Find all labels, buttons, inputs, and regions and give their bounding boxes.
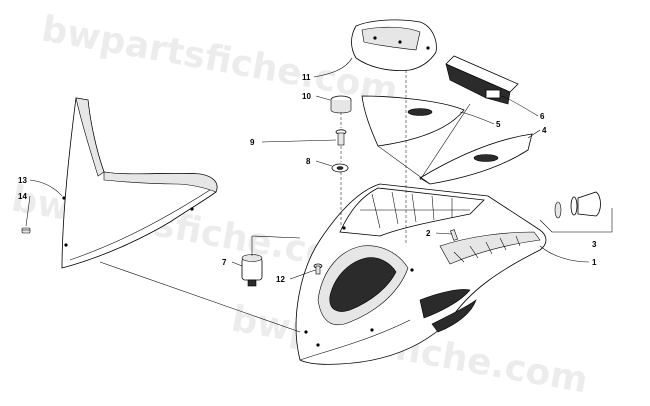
callout-1: 1 <box>592 258 597 267</box>
callout-8: 8 <box>306 157 311 166</box>
callout-11: 11 <box>302 73 311 82</box>
callout-3: 3 <box>592 240 597 249</box>
callout-2: 2 <box>426 229 431 238</box>
plug-part-7[interactable] <box>241 254 263 287</box>
windshield-part[interactable] <box>61 97 218 269</box>
decal-part-5[interactable] <box>361 95 465 147</box>
screw-part-14[interactable] <box>21 227 31 234</box>
callout-14: 14 <box>18 192 27 201</box>
console-part-11[interactable] <box>351 19 437 71</box>
screw-part-2[interactable] <box>450 229 458 241</box>
callout-5: 5 <box>496 120 501 129</box>
decal-part-4[interactable] <box>419 133 533 185</box>
callouts: 1 2 3 4 5 6 7 8 9 10 11 12 13 14 <box>18 73 597 284</box>
screw-part-12[interactable] <box>313 263 323 275</box>
callout-leaders <box>25 57 590 280</box>
gauge-part-6[interactable] <box>445 55 519 105</box>
callout-12: 12 <box>276 275 285 284</box>
grommet-part-8[interactable] <box>331 163 349 173</box>
callout-10: 10 <box>302 92 311 101</box>
cap-part-10[interactable] <box>330 95 352 114</box>
callout-7: 7 <box>222 258 227 267</box>
callout-9: 9 <box>250 138 255 147</box>
callout-13: 13 <box>18 176 27 185</box>
fastener-set-part-3[interactable] <box>554 191 601 219</box>
fastener-part-9[interactable] <box>335 129 347 146</box>
assembly-lines <box>99 70 613 333</box>
callout-6: 6 <box>540 112 545 121</box>
watermark-text-1: bwpartsfiche.com <box>38 8 400 111</box>
callout-4: 4 <box>542 126 547 135</box>
hood-part[interactable] <box>295 183 547 365</box>
